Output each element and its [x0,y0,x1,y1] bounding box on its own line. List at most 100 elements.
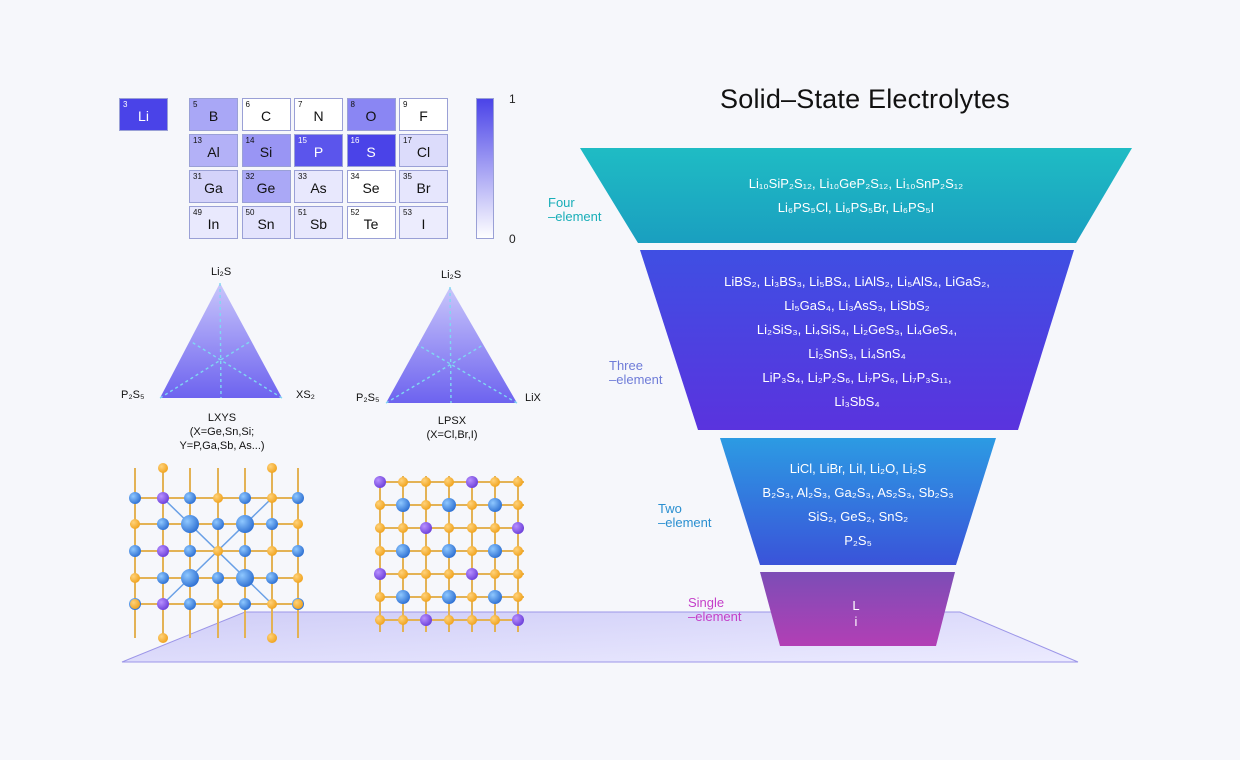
sulfur-atom [375,546,385,556]
element-number: 3 [123,100,128,109]
element-number: 50 [245,208,255,217]
colorbar-min-label: 0 [509,232,516,246]
element-symbol: Se [362,180,380,196]
formula-line: Li₂SiS₃, Li₄SiS₄, Li₂GeS₃, Li₄GeS₄, [756,322,958,337]
sulfur-atom [513,477,523,487]
phosphorus-atom [420,614,432,626]
formula-line: Li₁₀SiP₂S₁₂, Li₁₀GeP₂S₁₂, Li₁₀SnP₂S₁₂ [748,176,964,191]
lithium-atom [266,518,278,530]
sulfur-atom [398,615,408,625]
cluster-atom [236,569,254,587]
lithium-atom [292,545,304,557]
element-symbol: Al [207,144,220,160]
funnel-tier-single [760,572,955,646]
sulfur-atom [213,493,223,503]
cluster-atom [236,515,254,533]
sulfur-atom [467,523,477,533]
sulfur-atom [130,519,140,529]
phosphorus-atom [157,598,169,610]
lithium-atom [212,518,224,530]
crystal-structure-lpsx [374,476,524,632]
cluster-atom [181,569,199,587]
phosphorus-atom [374,568,386,580]
formula-line: B₂S₃, Al₂S₃, Ga₂S₃, As₂S₃, Sb₂S₃ [762,485,954,500]
element-number: 49 [193,208,202,217]
funnel-tier-three [640,250,1074,430]
sulfur-atom [267,493,277,503]
sulfur-atom [293,519,303,529]
sulfur-atom [158,633,168,643]
formula-line: LiCl, LiBr, LiI, Li₂O, Li₂S [789,461,927,476]
element-number: 35 [403,172,412,181]
phosphorus-atom [512,614,524,626]
sulfur-atom [467,592,477,602]
element-symbol: Li [138,108,149,124]
colorbar-max-label: 1 [509,92,516,106]
lithium-atom [396,590,410,604]
element-symbol: Sn [257,216,275,232]
phosphorus-atom [374,476,386,488]
side-label-line: –element [658,515,712,530]
formula-line: LiBS₂, Li₃BS₃, Li₅BS₄, LiAlS₂, Li₅AlS₄, … [724,274,990,289]
lithium-atom [396,498,410,512]
element-number: 17 [403,136,412,145]
element-symbol: Ga [204,180,223,196]
lxys-caption: LXYS (X=Ge,Sn,Si; Y=P,Ga,Sb, As...) [160,411,284,453]
sulfur-atom [513,592,523,602]
sulfur-atom [421,477,431,487]
element-number: 6 [245,100,250,109]
element-number: 34 [350,172,360,181]
lithium-atom [129,492,141,504]
sulfur-atom [490,477,500,487]
sulfur-atom [490,569,500,579]
sulfur-atom [467,546,477,556]
phosphorus-atom [466,568,478,580]
lithium-atom [396,544,410,558]
lxys-caption-line: (X=Ge,Sn,Si; [189,426,255,438]
ternary-triangle-lpsx [385,286,518,404]
three-element-label: Three –element [609,359,662,387]
sulfur-atom [158,463,168,473]
sulfur-atom [375,523,385,533]
two-element-label: Two –element [658,502,711,530]
element-number: 33 [298,172,307,181]
lithium-atom [442,544,456,558]
sulfur-atom [467,500,477,510]
lithium-atom [488,544,502,558]
cluster-atom [181,515,199,533]
element-number: 13 [193,136,202,145]
lxys-caption-line: LXYS [207,412,237,424]
sulfur-atom [421,546,431,556]
sulfur-atom [213,546,223,556]
element-symbol: S [366,144,376,160]
crystal-structure-lxys [129,463,304,643]
element-number: 7 [298,100,303,109]
element-symbol: P [313,144,324,160]
element-number: 31 [193,172,202,181]
element-number: 15 [298,136,307,145]
sulfur-atom [444,477,454,487]
element-symbol: B [208,108,219,124]
lithium-atom [184,598,196,610]
sulfur-atom [490,615,500,625]
formula-line: Li₆PS₅Cl, Li₆PS₅Br, Li₆PS₅I [777,200,935,215]
lithium-atom [184,492,196,504]
formula-line: LiP₃S₄, Li₂P₂S₆, Li₇PS₆, Li₇P₃S₁₁, [762,370,952,385]
element-number: 5 [193,100,198,109]
phosphorus-atom [157,492,169,504]
element-symbol: As [310,180,327,196]
lpsx-right-label: LiX [525,392,541,404]
lxys-right-label: XS₂ [296,389,315,401]
element-number: 51 [298,208,307,217]
funnel-four-text: Li₁₀SiP₂S₁₂, Li₁₀GeP₂S₁₂, Li₁₀SnP₂S₁₂ Li… [640,172,1072,220]
phosphorus-atom [420,522,432,534]
